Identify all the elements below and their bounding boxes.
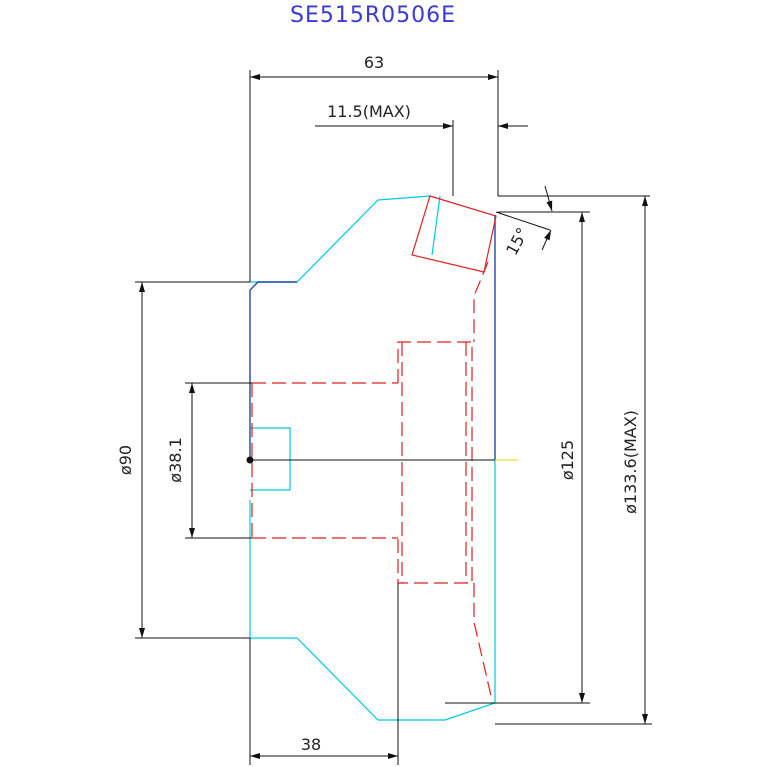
- part-outline: [249, 195, 496, 721]
- d38-label: ø38.1: [166, 437, 185, 482]
- dimension-hub-length: 38: [249, 583, 399, 765]
- bit-width-label: 11.5(MAX): [327, 102, 411, 121]
- d90-label: ø90: [116, 445, 135, 475]
- dimension-bit-width: 11.5(MAX): [315, 102, 528, 196]
- angle-label: 15°: [502, 224, 532, 258]
- dimension-d90: ø90: [116, 281, 250, 639]
- part-section-outline: [249, 215, 496, 460]
- dimension-d133: ø133.6(MAX): [495, 196, 652, 725]
- d133-label: ø133.6(MAX): [621, 410, 640, 514]
- centre-axis: [246, 456, 518, 464]
- carbide-tip: [411, 195, 497, 273]
- d125-label: ø125: [558, 440, 577, 480]
- hub-length-label: 38: [301, 735, 321, 754]
- dimension-d38: ø38.1: [166, 382, 252, 539]
- hidden-lines: [251, 261, 493, 701]
- centre-point: [246, 456, 254, 464]
- drawing-title: SE515R0506E: [290, 3, 456, 28]
- dimension-d125: ø125: [445, 212, 590, 704]
- dimension-overall-width: 63: [249, 53, 499, 282]
- overall-width-label: 63: [364, 53, 384, 72]
- dimension-angle: 15°: [495, 185, 650, 258]
